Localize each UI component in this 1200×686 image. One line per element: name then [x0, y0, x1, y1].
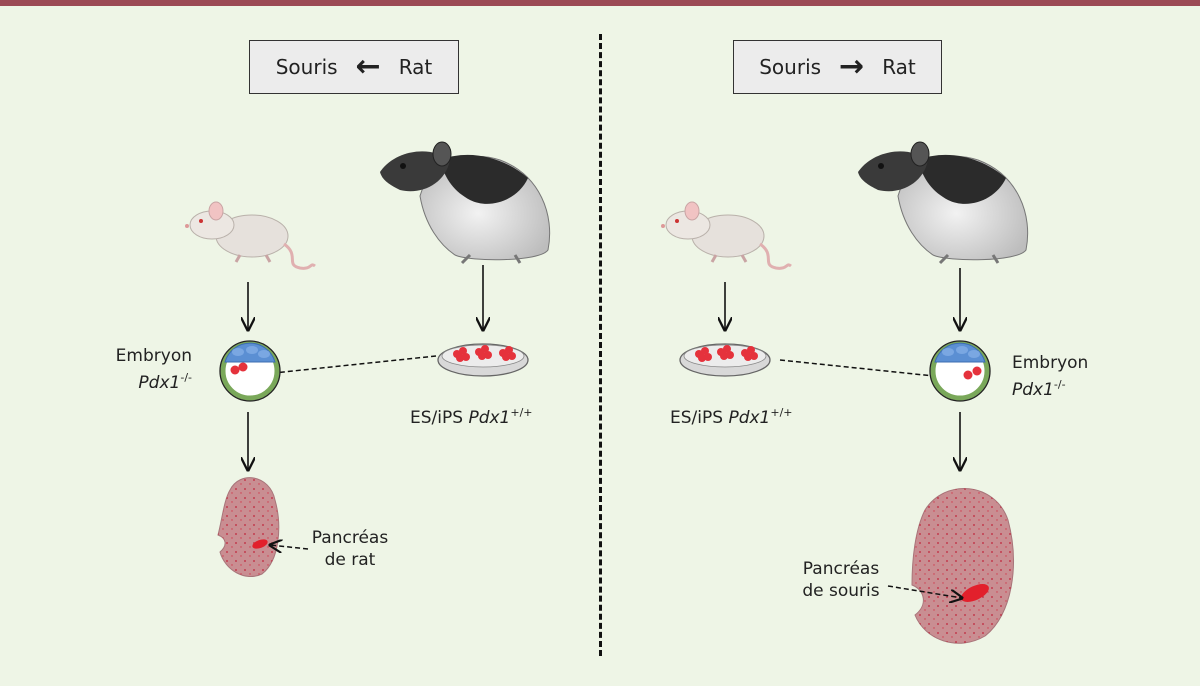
arrow-label-to-pancreas-left	[270, 545, 309, 549]
mouse-icon-right	[661, 201, 792, 270]
gene-name: Pdx1	[728, 408, 771, 428]
mouse-icon-left	[185, 201, 316, 270]
embryo-label-left: Embryon Pdx1-/-	[100, 345, 192, 394]
fetus-icon-left	[217, 477, 280, 577]
fetus-icon-right	[911, 488, 1014, 644]
genotype: -/-	[180, 371, 192, 384]
cells-label-left: ES/iPS Pdx1+/+	[410, 402, 533, 429]
rat-icon-left	[380, 141, 551, 265]
arrow-cells-to-embryo-right	[779, 359, 953, 378]
gene-name: Pdx1	[1012, 380, 1054, 400]
pancreas-label-line2: de souris	[802, 581, 880, 601]
blastocyst-icon-right	[929, 340, 991, 402]
embryo-label-text: Embryon	[1012, 353, 1089, 373]
gene-name: Pdx1	[468, 408, 511, 428]
panel-divider	[599, 34, 602, 656]
title-mouse-label: Souris	[759, 55, 822, 79]
arrow-left-icon: ←	[355, 49, 381, 84]
arrow-label-to-pancreas-right	[887, 585, 962, 598]
pancreas-label-right: Pancréas de souris	[795, 558, 887, 602]
rat-icon-right	[858, 141, 1029, 265]
embryo-label-text: Embryon	[115, 346, 192, 366]
gene-name: Pdx1	[138, 373, 181, 393]
title-rat-label: Rat	[882, 55, 916, 79]
petri-dish-icon-left	[437, 343, 529, 377]
blastocyst-icon-left	[219, 340, 281, 402]
direction-box-right: Souris → Rat	[733, 40, 942, 94]
pancreas-label-line1: Pancréas	[311, 528, 389, 548]
cells-prefix: ES/iPS	[410, 408, 469, 428]
petri-dish-icon-right	[679, 343, 771, 377]
direction-box-left: Souris ← Rat	[249, 40, 459, 94]
title-rat-label: Rat	[398, 55, 433, 79]
top-accent-bar	[0, 0, 1200, 6]
cells-prefix: ES/iPS	[670, 408, 729, 428]
pancreas-label-left: Pancréas de rat	[308, 527, 392, 571]
genotype: +/+	[770, 406, 793, 419]
genotype: -/-	[1053, 378, 1066, 391]
cells-label-right: ES/iPS Pdx1+/+	[670, 402, 793, 429]
arrow-right-icon: →	[839, 49, 865, 84]
genotype: +/+	[510, 406, 533, 419]
title-mouse-label: Souris	[275, 55, 338, 79]
pancreas-label-line2: de rat	[324, 550, 376, 570]
pancreas-label-line1: Pancréas	[802, 559, 880, 579]
embryo-label-right: Embryon Pdx1-/-	[1012, 352, 1088, 401]
